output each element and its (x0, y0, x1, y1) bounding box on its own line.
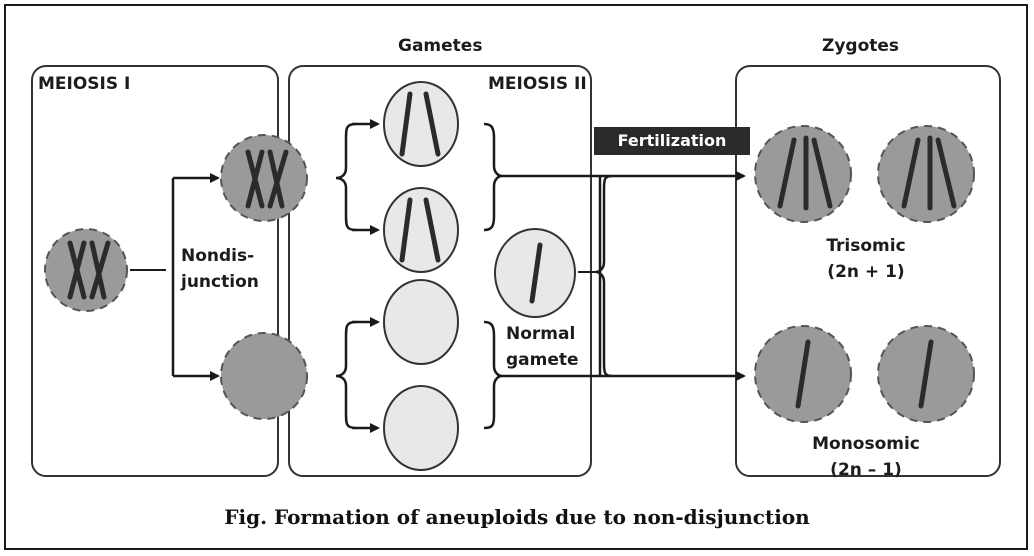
nondisjunction-label-1: Nondis- (181, 246, 255, 266)
monosomic-zygote-2 (877, 325, 975, 423)
gamete-1 (383, 81, 459, 167)
meiosis2-brace-top (335, 119, 380, 235)
meiosis2-brace-bottom (335, 317, 380, 433)
fertilization-label: Fertilization (594, 127, 750, 155)
secondary-cell-bottom (220, 332, 308, 420)
trisomic-zygote-1 (754, 125, 852, 223)
meiosis2-label: MEIOSIS II (488, 74, 587, 94)
trisomic-formula: (2n + 1) (827, 262, 905, 282)
gamete-3 (383, 279, 459, 365)
trisomic-zygote-2 (877, 125, 975, 223)
nondisjunction-bracket (130, 173, 220, 381)
gamete-2 (383, 187, 459, 273)
nondisjunction-label-2: junction (181, 272, 259, 292)
normal-gamete-label-1: Normal (506, 324, 576, 344)
fertilization-bracket (578, 174, 613, 378)
parent-cell (44, 228, 128, 312)
figure-frame (4, 4, 1028, 550)
figure-caption: Fig. Formation of aneuploids due to non-… (224, 505, 810, 529)
monosomic-formula: (2n – 1) (830, 460, 902, 480)
meiosis1-label: MEIOSIS I (38, 74, 131, 94)
monosomic-label: Monosomic (812, 434, 920, 454)
zygotes-label: Zygotes (822, 36, 900, 56)
normal-gamete-cell (494, 228, 576, 318)
secondary-cell-top (220, 134, 308, 222)
monosomic-zygote-1 (754, 325, 852, 423)
normal-gamete-label-2: gamete (506, 350, 579, 370)
gametes-label: Gametes (398, 36, 483, 56)
gamete-4 (383, 385, 459, 471)
gamete-brace-top (483, 122, 746, 232)
trisomic-label: Trisomic (826, 236, 906, 256)
gamete-brace-bottom (483, 320, 746, 430)
